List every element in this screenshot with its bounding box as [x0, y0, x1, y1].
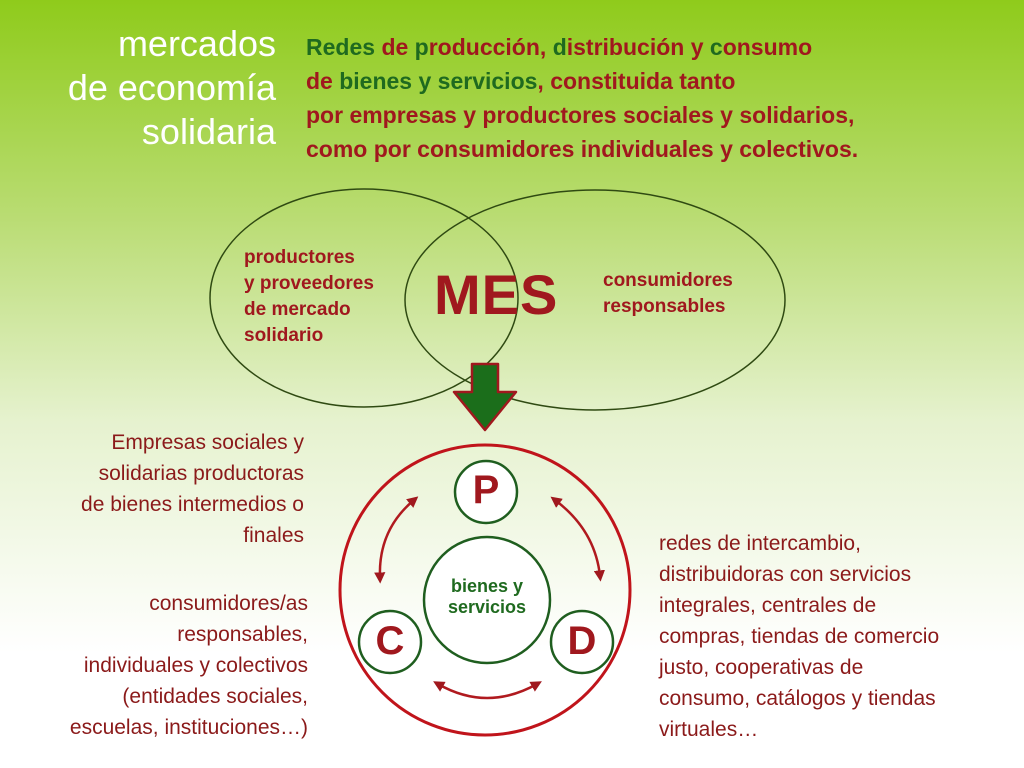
title-line-3: solidaria	[141, 111, 276, 152]
definition-word: de	[381, 34, 415, 60]
definition-word: , constituida tanto	[537, 68, 736, 94]
note-line: finales	[243, 524, 304, 547]
cycle-center-label: bienes y servicios	[422, 576, 552, 618]
venn-center-label: MES	[434, 263, 559, 326]
note-line: integrales, centrales de	[659, 594, 877, 617]
note-line: individuales y colectivos	[83, 654, 308, 677]
node-p-circle	[453, 459, 519, 525]
venn-left-line: productores	[244, 247, 355, 268]
definition-word: istribución y	[566, 34, 710, 60]
cycle-center-line: servicios	[447, 597, 527, 617]
note-line: escuelas, instituciones…)	[69, 716, 308, 739]
note-line: compras, tiendas de comercio	[659, 625, 940, 648]
definition-line-1: Redes de producción, distribución y cons…	[306, 30, 858, 64]
definition-initial-c: c	[709, 34, 723, 60]
node-d-circle	[549, 609, 615, 675]
venn-right-label: consumidores responsables	[603, 268, 733, 320]
title-line-2: de economía	[67, 67, 276, 108]
definition-word: de	[306, 68, 340, 94]
note-line: virtuales…	[659, 718, 759, 741]
note-line: solidarias productoras	[98, 462, 304, 485]
title-line-1: mercados	[117, 23, 276, 64]
note-line: redes de intercambio,	[659, 532, 861, 555]
definition-initial-d: d	[552, 34, 567, 60]
venn-left-line: y proveedores	[244, 273, 374, 294]
note-consumidores: consumidores/as responsables, individual…	[70, 588, 308, 743]
note-line: consumidores/as	[149, 592, 308, 615]
definition-word: onsumo	[722, 34, 813, 60]
arrow-p-d-icon	[550, 496, 605, 582]
cycle-inner-circle	[422, 535, 552, 665]
definition-line-2: de bienes y servicios, constituida tanto	[306, 64, 858, 98]
definition-bienes-servicios: bienes y servicios	[339, 68, 538, 94]
node-c-label: C	[375, 619, 405, 663]
node-d-label: D	[567, 619, 597, 663]
definition-word: Redes	[306, 34, 382, 60]
arrow-c-d-icon	[433, 681, 542, 700]
note-line: Empresas sociales y	[111, 431, 304, 454]
definition-text: Redes de producción, distribución y cons…	[306, 30, 858, 166]
arrow-p-c-icon	[374, 496, 419, 584]
note-line: responsables,	[177, 623, 308, 646]
note-line: (entidades sociales,	[122, 685, 308, 708]
page-title: mercados de economía solidaria	[68, 22, 276, 154]
cycle-center-line: bienes y	[450, 576, 524, 596]
venn-right-line: consumidores	[603, 270, 733, 291]
definition-line-3: por empresas y productores sociales y so…	[306, 102, 855, 128]
node-p-label: P	[472, 468, 500, 512]
definition-line-4: como por consumidores individuales y col…	[306, 136, 859, 162]
node-c-circle	[357, 609, 423, 675]
venn-right-line: responsables	[603, 296, 726, 317]
venn-left-label: productores y proveedores de mercado sol…	[244, 245, 374, 349]
down-arrow-icon	[452, 362, 518, 432]
note-line: de bienes intermedios o	[81, 493, 304, 516]
note-empresas: Empresas sociales y solidarias productor…	[81, 427, 304, 551]
cycle-outer-circle	[338, 443, 632, 737]
note-line: consumo, catálogos y tiendas	[659, 687, 936, 710]
note-line: justo, cooperativas de	[659, 656, 864, 679]
venn-left-line: solidario	[244, 325, 324, 346]
definition-word: roducción,	[428, 34, 553, 60]
definition-initial-p: p	[414, 34, 429, 60]
venn-left-ellipse	[209, 188, 519, 408]
venn-left-line: de mercado	[244, 299, 351, 320]
venn-right-ellipse	[404, 189, 786, 411]
note-line: distribuidoras con servicios	[659, 563, 912, 586]
note-redes: redes de intercambio, distribuidoras con…	[659, 528, 939, 745]
